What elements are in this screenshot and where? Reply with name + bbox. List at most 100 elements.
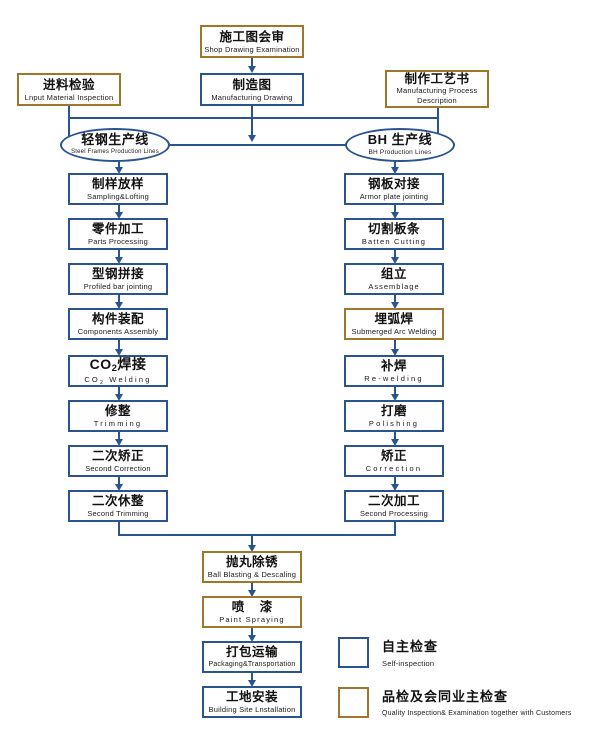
node-re-welding[interactable]: 补焊 Re-welding xyxy=(344,355,444,387)
arrow-down-center-bus xyxy=(247,135,256,142)
node-paint-spraying[interactable]: 喷 漆 Paint Spraying xyxy=(202,596,302,628)
node-title-cn: 工地安装 xyxy=(225,690,278,704)
arrow-left-2 xyxy=(114,257,123,264)
node-bh-production-lines[interactable]: BH 生产线 BH Production Lines xyxy=(345,128,455,162)
connector-left-7 xyxy=(118,477,120,487)
connector-left-2 xyxy=(118,250,120,260)
arrow-left-4 xyxy=(114,349,123,356)
connector-left-line-down xyxy=(118,160,120,169)
arrow-left-1 xyxy=(114,212,123,219)
node-title-en-line2: Description xyxy=(417,96,457,105)
connector-bottom-1 xyxy=(251,583,253,593)
connector-shopdrawing-to-mfgdrawing xyxy=(251,58,253,67)
legend-swatch-blue xyxy=(338,637,369,668)
connector-bus-left-drop xyxy=(68,117,70,145)
node-title-en: Second Processing xyxy=(359,509,429,518)
connector-mfgdrawing-down xyxy=(251,106,253,137)
node-title-en-line1: Manufacturing Process xyxy=(396,86,478,96)
arrow-right-5 xyxy=(390,394,399,401)
node-components-assembly[interactable]: 构件装配 Components Assembly xyxy=(68,308,168,340)
node-title-en: Polishing xyxy=(368,419,420,428)
node-title-en: Packaging&Transportation xyxy=(208,661,296,668)
node-title-cn: 埋弧焊 xyxy=(374,312,414,326)
node-title-en: Second Trimming xyxy=(87,509,149,518)
connector-input-down xyxy=(68,106,70,118)
arrow-down-left-col-start xyxy=(114,167,123,174)
node-title-cn: 抛丸除锈 xyxy=(225,555,278,569)
arrow-left-3 xyxy=(114,302,123,309)
node-title-en: Submerged Arc Welding xyxy=(351,327,437,336)
node-sampling-lofting[interactable]: 制样放样 Sampling&Lofting xyxy=(68,173,168,205)
node-steel-frames-production-lines[interactable]: 轻钢生产线 Steel Frames Production Lines xyxy=(60,128,170,162)
node-second-trimming[interactable]: 二次休整 Second Trimming xyxy=(68,490,168,522)
connector-top-bus xyxy=(68,117,439,119)
arrow-left-5 xyxy=(114,394,123,401)
connector-left-3 xyxy=(118,295,120,305)
connector-right-1 xyxy=(394,205,396,215)
connector-right-3 xyxy=(394,295,396,305)
node-co2-welding[interactable]: CO2焊接 CO2 Welding xyxy=(68,355,168,387)
node-submerged-arc-welding[interactable]: 埋弧焊 Submerged Arc Welding xyxy=(344,308,444,340)
node-manufacturing-drawing[interactable]: 制造图 Manufacturing Drawing xyxy=(200,73,304,106)
node-title-en: Manufacturing Drawing xyxy=(211,92,293,102)
node-title-en: Batten Cutting xyxy=(361,237,427,246)
node-title-cn: 二次加工 xyxy=(367,494,420,508)
node-title-cn: 型钢拼接 xyxy=(91,267,144,281)
node-title-en: Building Site Lnstallation xyxy=(208,705,296,714)
node-title-cn: 切割板条 xyxy=(367,222,420,236)
node-title-en: Paint Spraying xyxy=(219,615,285,624)
node-title-en: Profiled bar jointing xyxy=(83,282,153,291)
node-title-en: Lnput Material Inspection xyxy=(24,92,114,102)
node-title-cn: 补焊 xyxy=(380,359,407,373)
connector-right-4 xyxy=(394,340,396,352)
node-title-cn: 制作工艺书 xyxy=(404,72,470,87)
node-title-cn: 喷 漆 xyxy=(231,600,279,614)
node-title-en: Second Correction xyxy=(85,464,151,473)
arrow-right-6 xyxy=(390,439,399,446)
node-packaging-transportation[interactable]: 打包运输 Packaging&Transportation xyxy=(202,641,302,673)
connector-right-5 xyxy=(394,387,396,397)
connector-left-4 xyxy=(118,340,120,352)
node-assemblage[interactable]: 组立 Assemblage xyxy=(344,263,444,295)
node-title-cn: 制造图 xyxy=(232,77,272,92)
node-trimming[interactable]: 修整 Trimming xyxy=(68,400,168,432)
node-title-cn: 轻钢生产线 xyxy=(81,132,149,147)
node-correction[interactable]: 矫正 Correction xyxy=(344,445,444,477)
node-input-material-inspection[interactable]: 进料检验 Lnput Material Inspection xyxy=(17,73,121,106)
node-title-en: Components Assembly xyxy=(77,327,159,336)
node-parts-processing[interactable]: 零件加工 Parts Processing xyxy=(68,218,168,250)
node-title-cn: BH 生产线 xyxy=(367,132,433,147)
node-title-en: Re-welding xyxy=(364,374,424,383)
node-building-site-installation[interactable]: 工地安装 Building Site Lnstallation xyxy=(202,686,302,718)
node-profiled-bar-jointing[interactable]: 型钢拼接 Profiled bar jointing xyxy=(68,263,168,295)
arrow-down-mfgdrawing xyxy=(247,66,256,73)
node-shop-drawing-examination[interactable]: 施工图会审 Shop Drawing Examination xyxy=(200,25,304,58)
node-batten-cutting[interactable]: 切割板条 Batten Cutting xyxy=(344,218,444,250)
node-title-cn: 施工图会审 xyxy=(219,29,285,44)
connector-merge-right-down xyxy=(394,522,396,535)
node-manufacturing-process-description[interactable]: 制作工艺书 Manufacturing Process Description xyxy=(385,70,489,108)
legend-label-en: Self-inspection xyxy=(382,659,435,668)
node-armor-plate-jointing[interactable]: 钢板对接 Armor plate jointing xyxy=(344,173,444,205)
legend-label-cn: 自主检查 xyxy=(382,639,439,654)
node-title-cn: 打包运输 xyxy=(225,645,278,659)
legend-quality-inspection: 品检及会同业主检查 Quality Inspection& Examinatio… xyxy=(338,687,572,719)
node-polishing[interactable]: 打磨 Polishing xyxy=(344,400,444,432)
connector-right-7 xyxy=(394,477,396,487)
node-second-correction[interactable]: 二次矫正 Second Correction xyxy=(68,445,168,477)
node-ball-blasting-descaling[interactable]: 抛丸除锈 Ball Blasting & Descaling xyxy=(202,551,302,583)
node-title-en: Sampling&Lofting xyxy=(87,192,149,201)
node-title-en: Shop Drawing Examination xyxy=(204,44,300,54)
node-title-en: Ball Blasting & Descaling xyxy=(207,570,297,579)
node-title-cn: 矫正 xyxy=(380,449,407,463)
legend-swatch-gold xyxy=(338,687,369,718)
node-second-processing[interactable]: 二次加工 Second Processing xyxy=(344,490,444,522)
node-title-cn: 制样放样 xyxy=(91,177,144,191)
legend-label-cn: 品检及会同业主检查 xyxy=(382,689,509,704)
arrow-down-right-col-start xyxy=(390,167,399,174)
node-title-en: BH Production Lines xyxy=(368,149,432,156)
node-title-cn: 修整 xyxy=(104,404,131,418)
node-title-cn: CO2焊接 xyxy=(89,355,147,374)
node-title-cn: 零件加工 xyxy=(91,222,144,236)
